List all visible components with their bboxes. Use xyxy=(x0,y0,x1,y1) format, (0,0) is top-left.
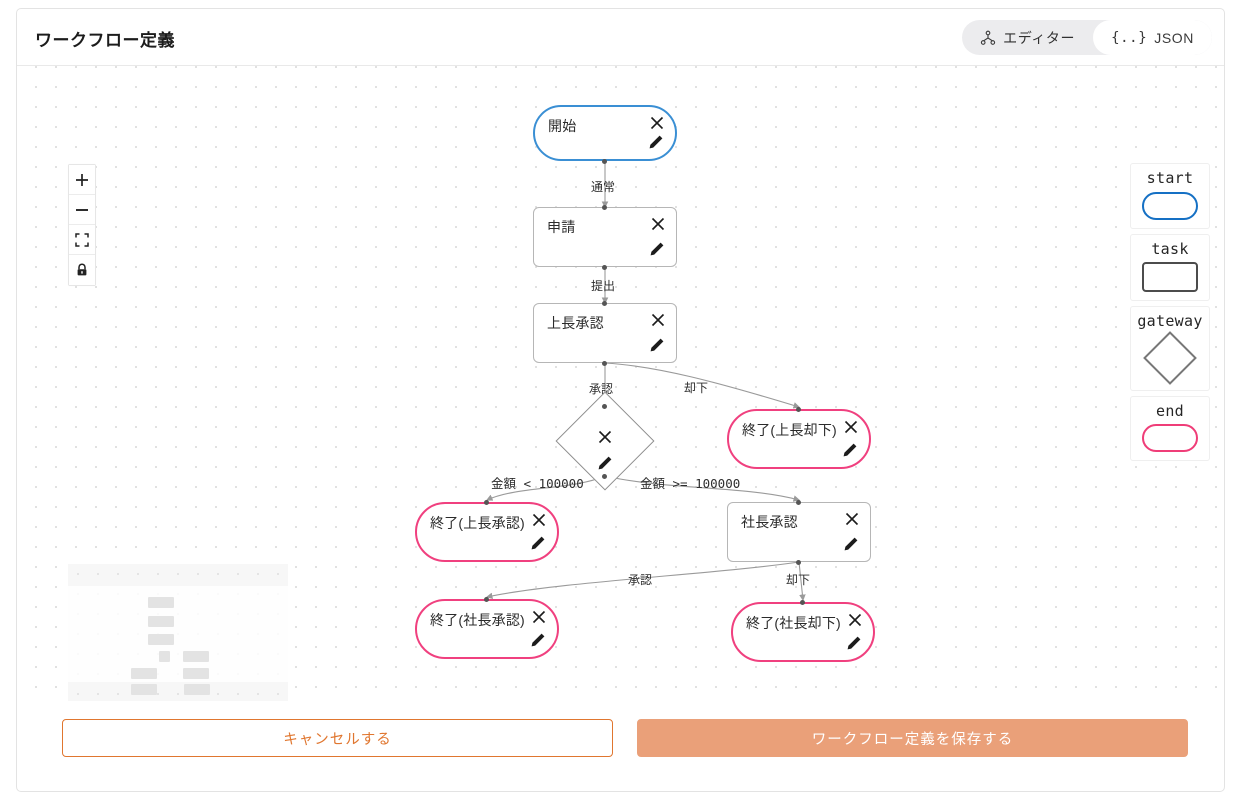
palette-item-start[interactable]: start xyxy=(1130,163,1210,229)
minimap-node xyxy=(148,616,174,627)
page-header: ワークフロー定義 エディター {..} JSON xyxy=(17,9,1224,66)
tab-json[interactable]: {..} JSON xyxy=(1093,20,1212,55)
edit-pencil-icon[interactable] xyxy=(841,441,859,459)
save-workflow-button[interactable]: ワークフロー定義を保存する xyxy=(637,719,1188,757)
palette-item-label: end xyxy=(1156,401,1184,420)
page-title: ワークフロー定義 xyxy=(35,31,175,50)
minimap-viewport-mask xyxy=(68,586,288,682)
edit-pencil-icon[interactable] xyxy=(842,535,860,553)
edge-label-approve-2[interactable]: 承認 xyxy=(628,573,653,587)
node-task-manager-approval[interactable]: 上長承認 xyxy=(533,303,677,363)
node-handle[interactable] xyxy=(602,265,607,270)
minimap-node xyxy=(148,634,174,645)
tab-editor[interactable]: エディター xyxy=(962,20,1093,55)
close-icon[interactable] xyxy=(530,511,548,529)
canvas-controls xyxy=(68,164,96,286)
node-handle[interactable] xyxy=(796,500,801,505)
lock-icon[interactable] xyxy=(69,255,95,285)
edge-label-normal[interactable]: 通常 xyxy=(591,180,616,194)
end-shape-icon xyxy=(1142,424,1198,452)
edge-label-reject-1[interactable]: 却下 xyxy=(684,381,709,395)
node-handle[interactable] xyxy=(484,597,489,602)
node-handle[interactable] xyxy=(484,500,489,505)
close-icon[interactable] xyxy=(649,215,667,233)
node-label: 終了(社長却下) xyxy=(746,615,841,631)
node-label: 終了(上長却下) xyxy=(742,422,837,438)
workflow-canvas[interactable]: 通常 提出 承認 却下 金額 < 100000 金額 >= 100000 承認 … xyxy=(17,66,1224,701)
close-icon[interactable] xyxy=(530,608,548,626)
close-icon[interactable] xyxy=(842,418,860,436)
node-label: 終了(上長承認) xyxy=(430,515,525,531)
view-mode-tabs: エディター {..} JSON xyxy=(962,20,1212,55)
minimap-node xyxy=(131,668,157,679)
minimap-node xyxy=(184,684,210,695)
edit-pencil-icon[interactable] xyxy=(647,133,665,151)
minimap-node xyxy=(183,668,209,679)
edit-pencil-icon[interactable] xyxy=(648,336,666,354)
node-handle[interactable] xyxy=(796,407,801,412)
palette-item-end[interactable]: end xyxy=(1130,395,1210,461)
cancel-button[interactable]: キャンセルする xyxy=(62,719,613,757)
node-end-president-approve[interactable]: 終了(社長承認) xyxy=(415,599,559,659)
fit-view-icon[interactable] xyxy=(69,225,95,255)
palette-item-label: gateway xyxy=(1137,312,1203,330)
edge-label-reject-2[interactable]: 却下 xyxy=(786,573,811,587)
edit-pencil-icon[interactable] xyxy=(529,631,547,649)
edit-pencil-icon[interactable] xyxy=(648,240,666,258)
palette-item-label: task xyxy=(1151,239,1189,258)
close-icon[interactable] xyxy=(649,311,667,329)
node-label: 上長承認 xyxy=(547,315,604,331)
node-end-manager-reject[interactable]: 終了(上長却下) xyxy=(727,409,871,469)
gateway-shape-icon xyxy=(1143,330,1197,385)
close-icon[interactable] xyxy=(843,510,861,528)
edit-pencil-icon[interactable] xyxy=(845,634,863,652)
node-start[interactable]: 開始 xyxy=(533,105,677,161)
hierarchy-icon xyxy=(980,30,996,46)
tab-json-label: JSON xyxy=(1154,29,1194,46)
node-label: 社長承認 xyxy=(741,514,798,530)
canvas-minimap[interactable] xyxy=(68,564,288,701)
node-handle[interactable] xyxy=(602,205,607,210)
workflow-card: ワークフロー定義 エディター {..} JSON xyxy=(16,8,1225,792)
tab-editor-label: エディター xyxy=(1003,29,1076,46)
node-palette: start task gateway end xyxy=(1130,163,1210,461)
node-gateway[interactable] xyxy=(555,391,655,491)
palette-item-task[interactable]: task xyxy=(1130,233,1210,301)
palette-item-gateway[interactable]: gateway xyxy=(1130,306,1210,391)
node-label: 申請 xyxy=(547,219,576,235)
minimap-node xyxy=(131,684,157,695)
node-end-president-reject[interactable]: 終了(社長却下) xyxy=(731,602,875,662)
node-handle[interactable] xyxy=(796,560,801,565)
close-icon[interactable] xyxy=(648,114,666,132)
edit-pencil-icon[interactable] xyxy=(596,454,614,472)
start-shape-icon xyxy=(1142,191,1198,220)
minimap-node xyxy=(148,597,174,608)
node-handle[interactable] xyxy=(602,474,607,479)
edge-label-amount-gte[interactable]: 金額 >= 100000 xyxy=(640,476,741,491)
footer-actions: キャンセルする ワークフロー定義を保存する xyxy=(17,699,1224,791)
close-icon[interactable] xyxy=(596,428,614,446)
palette-item-label: start xyxy=(1146,169,1194,187)
node-handle[interactable] xyxy=(602,361,607,366)
edge-label-submit[interactable]: 提出 xyxy=(591,279,616,293)
node-task-president-approval[interactable]: 社長承認 xyxy=(727,502,871,562)
edit-pencil-icon[interactable] xyxy=(529,534,547,552)
node-end-manager-approve[interactable]: 終了(上長承認) xyxy=(415,502,559,562)
minimap-node xyxy=(183,651,209,662)
minimap-node xyxy=(159,651,170,662)
zoom-in-icon[interactable] xyxy=(69,165,95,195)
zoom-out-icon[interactable] xyxy=(69,195,95,225)
node-handle[interactable] xyxy=(602,404,607,409)
node-handle[interactable] xyxy=(602,301,607,306)
node-task-application[interactable]: 申請 xyxy=(533,207,677,267)
node-label: 終了(社長承認) xyxy=(430,612,525,628)
braces-icon: {..} xyxy=(1111,29,1148,46)
node-label: 開始 xyxy=(548,118,577,134)
close-icon[interactable] xyxy=(846,611,864,629)
node-handle[interactable] xyxy=(602,159,607,164)
node-handle[interactable] xyxy=(800,600,805,605)
task-shape-icon xyxy=(1142,262,1198,292)
